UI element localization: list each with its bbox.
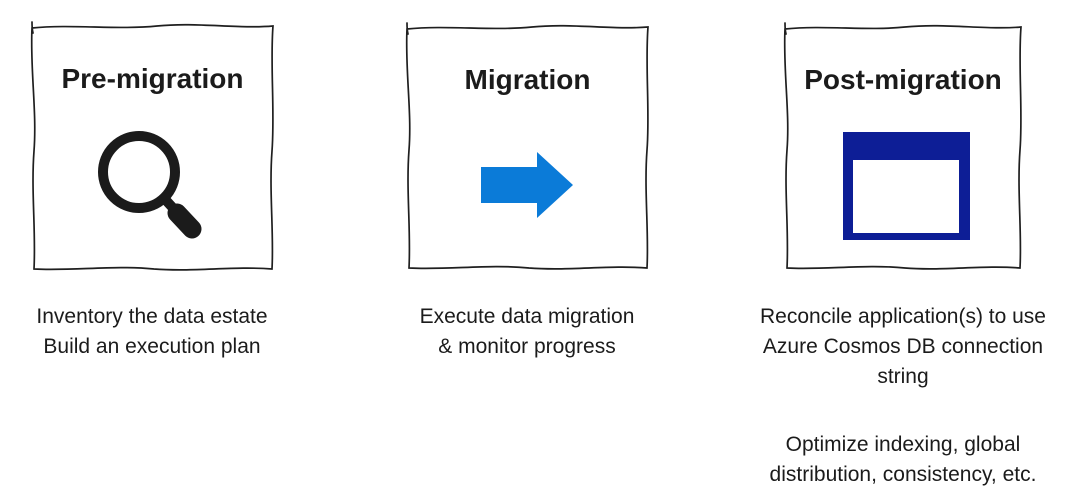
caption-line: Azure Cosmos DB connection	[762, 335, 1044, 358]
caption-line: distribution, consistency, etc.	[769, 463, 1037, 486]
post-migration-box: Post-migration	[775, 20, 1031, 277]
post-migration-title: Post-migration	[804, 64, 1002, 95]
caption-line: & monitor progress	[438, 335, 616, 358]
sketch-border	[397, 20, 658, 277]
migration-caption: Execute data migration & monitor progres…	[377, 302, 677, 362]
sketch-border	[775, 20, 1031, 277]
caption-line: string	[877, 365, 929, 388]
pre-migration-title: Pre-migration	[61, 63, 244, 94]
caption-line: Inventory the data estate	[36, 305, 268, 328]
caption-line: Execute data migration	[419, 305, 635, 328]
magnifier-icon	[95, 128, 207, 242]
migration-box: Migration	[397, 20, 658, 277]
caption-line: Build an execution plan	[43, 335, 261, 358]
post-migration-caption-2: Optimize indexing, global distribution, …	[723, 430, 1083, 490]
pre-migration-box: Pre-migration	[22, 19, 283, 278]
caption-line: Optimize indexing, global	[785, 433, 1021, 456]
browser-window-icon	[843, 132, 970, 240]
sketch-border	[22, 19, 283, 278]
caption-line: Reconcile application(s) to use	[760, 305, 1046, 328]
arrow-right-icon	[481, 152, 573, 218]
pre-migration-caption: Inventory the data estate Build an execu…	[12, 302, 292, 362]
migration-title: Migration	[464, 64, 591, 95]
post-migration-caption-1: Reconcile application(s) to use Azure Co…	[723, 302, 1083, 392]
